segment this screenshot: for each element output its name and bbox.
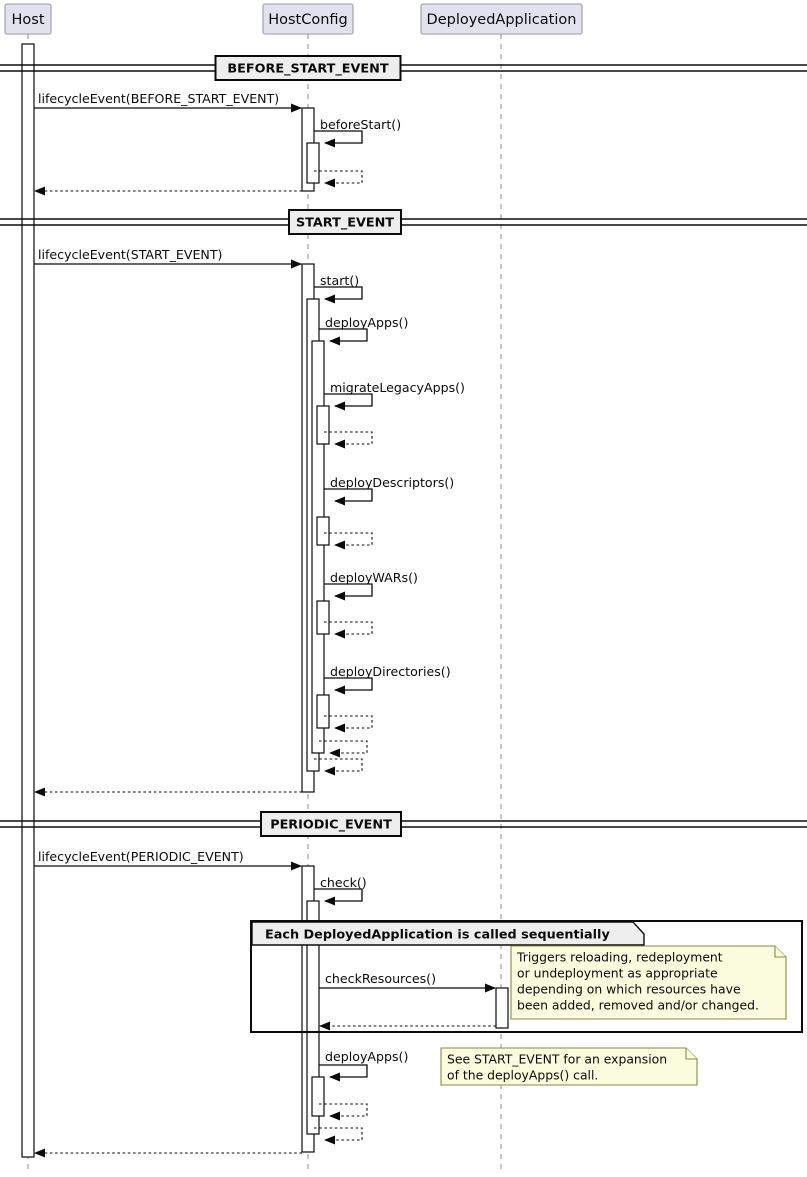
participant-label-deploy: DeployedApplication — [427, 12, 577, 28]
activation-bar — [316, 405, 330, 445]
divider-label-before-start: BEFORE_START_EVENT — [227, 62, 388, 77]
self-message-m2 — [314, 130, 363, 148]
note-box-note-checkresources — [510, 945, 787, 1020]
self-message-m3 — [314, 170, 363, 188]
message-label-m7: deployApps() — [325, 315, 408, 330]
participant-box-host[interactable] — [4, 3, 52, 35]
note-fold-note-deployapps — [685, 1048, 697, 1060]
divider-box-start — [288, 209, 402, 235]
note-fold-note-checkresources — [774, 946, 786, 958]
activation-bar — [306, 142, 320, 184]
participant-box-config[interactable] — [262, 3, 354, 35]
participant-label-host: Host — [11, 12, 44, 28]
self-message-m20 — [314, 888, 363, 906]
note-line: been added, removed and/or changed. — [517, 998, 759, 1013]
self-message-m12 — [324, 583, 373, 601]
activation-bar — [316, 694, 330, 729]
activation-bar — [306, 900, 320, 1135]
message-label-m12: deployWARs() — [330, 570, 418, 585]
self-message-m7 — [319, 328, 368, 346]
note-box-note-deployapps — [440, 1047, 698, 1086]
messages-layer: lifecycleEvent(BEFORE_START_EVENT)before… — [34, 91, 496, 1158]
group-label-group-sequential: Each DeployedApplication is called seque… — [265, 928, 610, 943]
message-label-m8: migrateLegacyApps() — [330, 380, 465, 395]
divider-label-periodic: PERIODIC_EVENT — [270, 818, 392, 833]
dividers-layer: BEFORE_START_EVENT START_EVENT PERIODIC_EV… — [0, 55, 807, 837]
activation-bar — [21, 43, 35, 1158]
message-label-m2: beforeStart() — [320, 117, 401, 132]
self-message-m24 — [319, 1103, 368, 1121]
divider-label-start: START_EVENT — [296, 216, 394, 231]
message-label-m5: lifecycleEvent(START_EVENT) — [38, 247, 222, 262]
self-message-m9 — [324, 431, 373, 449]
participant-label-config: HostConfig — [268, 12, 348, 28]
message-label-m10: deployDescriptors() — [330, 475, 454, 490]
group-frame-group-sequential — [250, 920, 803, 1033]
self-message-m17 — [314, 758, 363, 776]
participant-box-deploy[interactable] — [420, 3, 583, 35]
activation-bar — [495, 987, 509, 1029]
group-header-group-sequential — [251, 921, 645, 946]
activation-bar — [311, 1076, 325, 1117]
self-message-m10 — [324, 488, 373, 506]
divider-box-periodic — [260, 811, 402, 837]
lifelines-layer — [27, 34, 502, 1171]
note-line: depending on which resources have — [517, 982, 741, 997]
message-label-m21: checkResources() — [325, 971, 436, 986]
self-message-m25 — [314, 1127, 363, 1145]
self-message-m8 — [324, 393, 373, 411]
self-message-m14 — [324, 677, 373, 695]
activation-bar — [316, 516, 330, 546]
activations-layer — [21, 43, 509, 1158]
note-line: of the deployApps() call. — [447, 1068, 598, 1083]
note-line: See START_EVENT for an expansion — [447, 1052, 667, 1067]
self-message-m13 — [324, 621, 373, 639]
note-line: or undeployment as appropriate — [517, 966, 718, 981]
message-label-m14: deployDirectories() — [330, 664, 451, 679]
note-line: Triggers reloading, redeployment — [516, 950, 723, 965]
message-label-m20: check() — [320, 875, 367, 890]
activation-bar — [311, 340, 325, 754]
message-label-m23: deployApps() — [325, 1049, 408, 1064]
message-label-m19: lifecycleEvent(PERIODIC_EVENT) — [38, 849, 244, 864]
activation-bar — [316, 600, 330, 635]
message-label-m1: lifecycleEvent(BEFORE_START_EVENT) — [38, 91, 279, 106]
groups-layer: Each DeployedApplication is called seque… — [250, 920, 803, 1033]
self-message-m16 — [319, 740, 368, 758]
divider-box-before-start — [214, 55, 402, 81]
message-label-m6: start() — [320, 273, 359, 288]
self-message-m15 — [324, 715, 373, 733]
self-message-m23 — [319, 1064, 368, 1082]
self-message-m6 — [314, 286, 363, 304]
self-message-m11 — [324, 532, 373, 550]
participants-layer: Host HostConfig DeployedApplication — [4, 3, 583, 35]
